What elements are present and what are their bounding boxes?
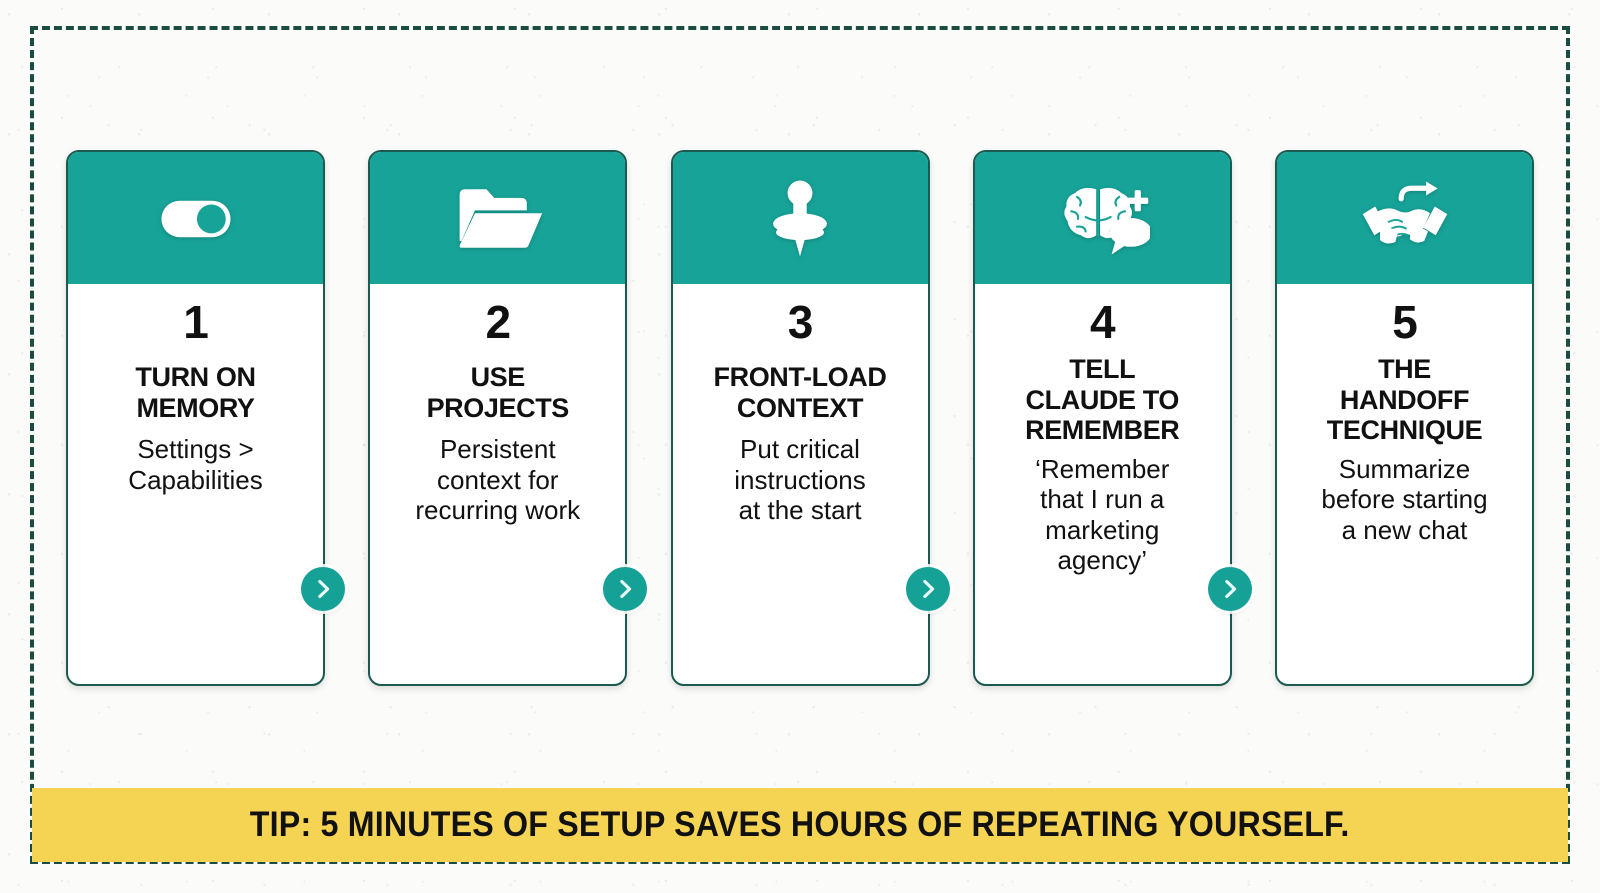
step-description: Settings > Capabilities	[128, 434, 263, 495]
step-title: TELL CLAUDE TO REMEMBER	[1025, 354, 1180, 446]
card-header-1	[68, 152, 323, 284]
connector-arrow-2	[603, 567, 648, 611]
step-card-1[interactable]: 1 TURN ON MEMORY Settings > Capabilities	[66, 150, 345, 686]
chevron-right-icon	[312, 578, 334, 600]
step-number: 4	[1089, 296, 1116, 348]
step-number: 5	[1392, 296, 1418, 348]
step-card-2[interactable]: 2 USE PROJECTS Persistent context for re…	[368, 150, 648, 686]
step-description: Summarize before starting a new chat	[1321, 453, 1488, 545]
step-title: TURN ON MEMORY	[135, 362, 256, 423]
card-header-3	[672, 152, 928, 284]
card-body-2: 2 USE PROJECTS Persistent context for re…	[370, 284, 625, 684]
steps-container: 1 TURN ON MEMORY Settings > Capabilities	[66, 150, 1534, 686]
connector-arrow-4	[1207, 567, 1252, 611]
step-number: 2	[485, 296, 511, 348]
step-card-3[interactable]: 3 FRONT-LOAD CONTEXT Put critical instru…	[670, 150, 950, 686]
chevron-right-icon	[917, 578, 939, 600]
chevron-right-icon	[614, 578, 636, 600]
push-pin-icon	[752, 175, 848, 261]
step-title: THE HANDOFF TECHNIQUE	[1326, 354, 1483, 446]
card-body-5: 5 THE HANDOFF TECHNIQUE Summarize before…	[1277, 284, 1532, 684]
connector-arrow-3	[905, 567, 950, 611]
card-header-2	[370, 152, 626, 284]
card-body-3: 3 FRONT-LOAD CONTEXT Put critical instru…	[673, 284, 928, 684]
step-title: FRONT-LOAD CONTEXT	[713, 362, 887, 423]
connector-arrow-1	[301, 567, 345, 611]
tip-banner: TIP: 5 MINUTES OF SETUP SAVES HOURS OF R…	[32, 788, 1568, 862]
card-header-5	[1277, 152, 1532, 284]
step-card-4[interactable]: 4 TELL CLAUDE TO REMEMBER ‘Remember that…	[972, 150, 1252, 686]
tip-banner-text: TIP: 5 MINUTES OF SETUP SAVES HOURS OF R…	[250, 805, 1350, 844]
step-number: 1	[183, 296, 209, 348]
toggle-switch-icon	[148, 175, 244, 261]
step-number: 3	[787, 296, 814, 348]
step-description: ‘Remember that I run a marketing agency’	[1035, 453, 1170, 576]
step-card-5[interactable]: 5 THE HANDOFF TECHNIQUE Summarize before…	[1275, 150, 1534, 686]
card-body-4: 4 TELL CLAUDE TO REMEMBER ‘Remember that…	[975, 284, 1230, 684]
chevron-right-icon	[1219, 578, 1241, 600]
card-body-1: 1 TURN ON MEMORY Settings > Capabilities	[68, 284, 323, 684]
card-header-4	[974, 152, 1230, 284]
brain-plus-chat-icon	[1054, 175, 1151, 261]
handshake-arrow-icon	[1357, 175, 1453, 261]
step-description: Put critical instructions at the start	[734, 434, 866, 526]
step-title: USE PROJECTS	[426, 362, 570, 423]
open-folder-icon	[450, 175, 546, 261]
step-description: Persistent context for recurring work	[415, 434, 581, 526]
